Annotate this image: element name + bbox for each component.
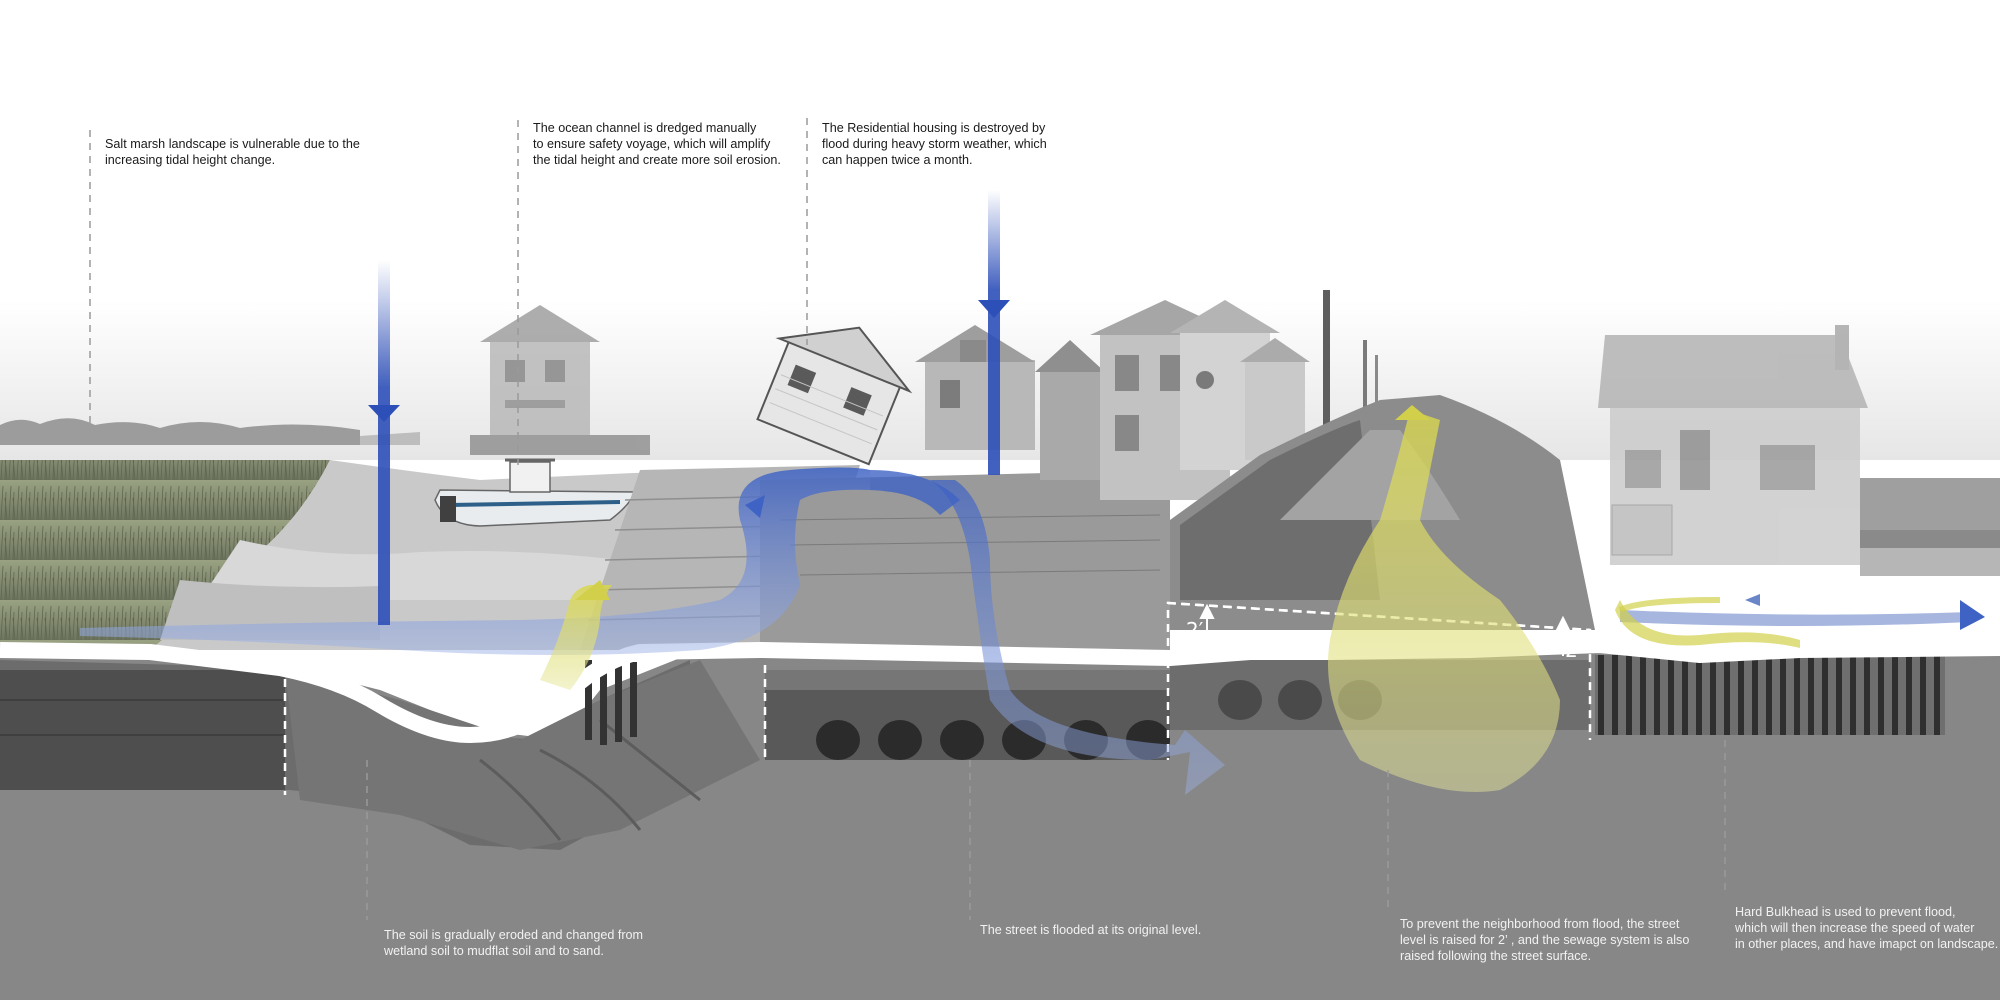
tide-height-arrow	[978, 190, 1010, 475]
house-icon	[1598, 325, 1868, 565]
boat-icon	[434, 458, 637, 527]
house-icon	[470, 305, 650, 455]
annotation-soil: The soil is gradually eroded and changed…	[384, 928, 644, 958]
raise-dimension-right: 2′	[1565, 638, 1583, 662]
raise-dimension-left: 2′	[1186, 618, 1204, 642]
tilted-house-icon	[756, 326, 913, 466]
annotation-salt-marsh: Salt marsh landscape is vulnerable due t…	[105, 137, 360, 167]
annotation-street-flooded: The street is flooded at its original le…	[980, 923, 1202, 937]
bulkhead-piling-icon	[585, 660, 637, 745]
bulkhead-piling-icon	[1595, 655, 1945, 735]
house-icon	[915, 325, 1035, 450]
annotation-residential: The Residential housing is destroyed by …	[822, 121, 1047, 167]
annotation-bulkhead: Hard Bulkhead is used to prevent flood, …	[1735, 905, 1999, 951]
annotation-ocean-channel: The ocean channel is dredged manually to…	[533, 121, 781, 167]
utility-pole-icon	[1323, 290, 1378, 440]
house-icon	[1035, 300, 1310, 500]
salt-marsh-grass	[0, 460, 330, 650]
tide-height-arrow	[368, 260, 400, 625]
annotation-street-raised: To prevent the neighborhood from flood, …	[1400, 917, 1690, 963]
sediment-flow-arrow	[540, 585, 612, 690]
water-flow-arrow	[80, 467, 870, 655]
